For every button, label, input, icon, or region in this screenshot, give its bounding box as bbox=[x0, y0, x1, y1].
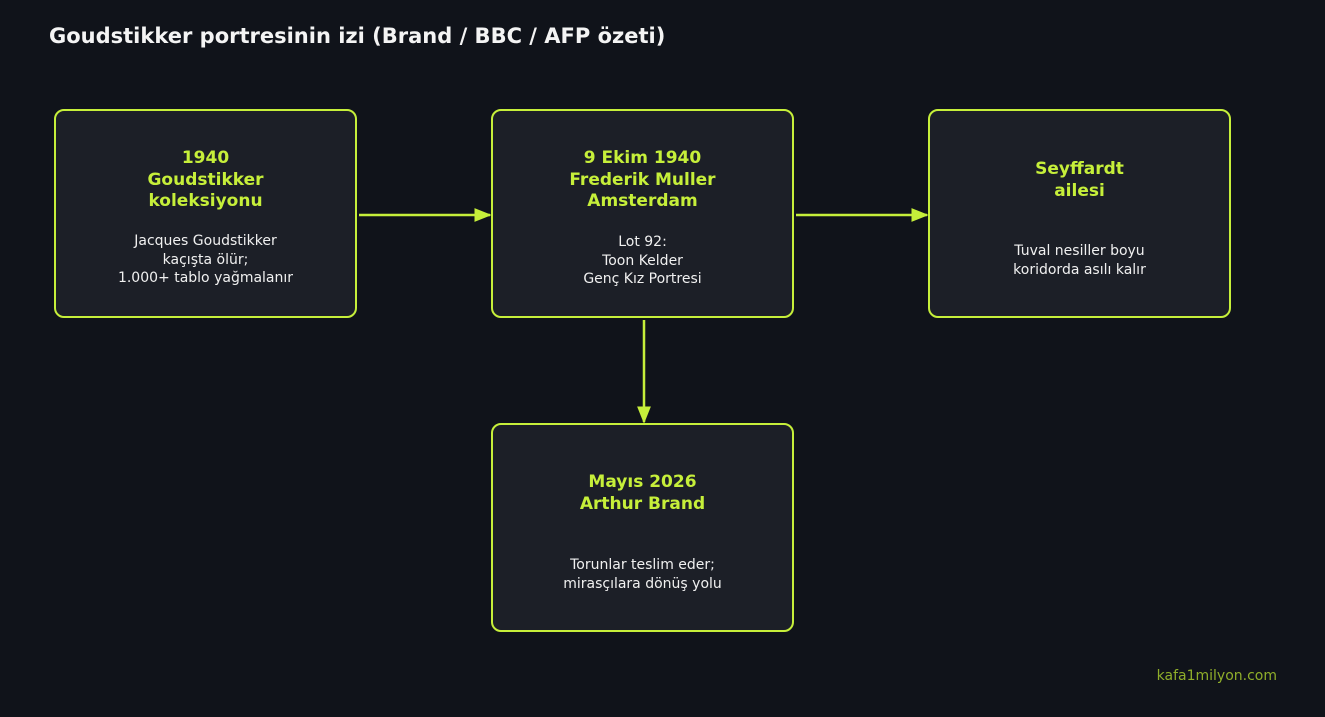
heading-line: Goudstikker bbox=[147, 169, 264, 190]
body-line: Lot 92: bbox=[618, 234, 667, 250]
heading-line: ailesi bbox=[1054, 180, 1105, 201]
body-line: Torunlar teslim eder; bbox=[570, 557, 715, 573]
body-line: 1.000+ tablo yağmalanır bbox=[117, 270, 294, 286]
node-seyffardt-family: Seyffardt ailesi Tuval nesiller boyu kor… bbox=[928, 109, 1231, 318]
body-line: koridorda asılı kalır bbox=[1013, 261, 1146, 278]
node-body: Jacques Goudstikker kaçışta ölür; 1.000+… bbox=[56, 232, 355, 288]
node-frederik-muller-auction: 9 Ekim 1940 Frederik Muller Amsterdam Lo… bbox=[491, 109, 794, 318]
heading-line: Mayıs 2026 bbox=[588, 472, 697, 492]
page-title: Goudstikker portresinin izi (Brand / BBC… bbox=[49, 24, 666, 48]
node-arthur-brand-return: Mayıs 2026 Arthur Brand Torunlar teslim … bbox=[491, 423, 794, 632]
body-line: Tuval nesiller boyu bbox=[1014, 243, 1145, 259]
node-heading: Mayıs 2026 Arthur Brand bbox=[493, 472, 792, 515]
node-heading: 9 Ekim 1940 Frederik Muller Amsterdam bbox=[493, 148, 792, 213]
body-line: Genç Kız Portresi bbox=[583, 271, 702, 287]
node-body: Tuval nesiller boyu koridorda asılı kalı… bbox=[930, 242, 1229, 279]
heading-line: 9 Ekim 1940 bbox=[583, 148, 702, 168]
heading-line: Arthur Brand bbox=[579, 493, 706, 514]
node-body: Lot 92: Toon Kelder Genç Kız Portresi bbox=[493, 233, 792, 289]
node-body: Torunlar teslim eder; mirasçılara dönüş … bbox=[493, 556, 792, 593]
node-goudstikker-collection: 1940 Goudstikker koleksiyonu Jacques Gou… bbox=[54, 109, 357, 318]
body-line: kaçışta ölür; bbox=[162, 251, 249, 268]
heading-line: Amsterdam bbox=[587, 191, 698, 211]
body-line: Toon Kelder bbox=[602, 252, 683, 269]
body-line: Jacques Goudstikker bbox=[134, 233, 277, 249]
body-line: mirasçılara dönüş yolu bbox=[563, 575, 722, 592]
node-heading: Seyffardt ailesi bbox=[930, 159, 1229, 202]
heading-line: koleksiyonu bbox=[148, 191, 263, 211]
heading-line: Seyffardt bbox=[1035, 159, 1124, 179]
heading-line: Frederik Muller bbox=[569, 169, 716, 190]
node-heading: 1940 Goudstikker koleksiyonu bbox=[56, 148, 355, 213]
heading-line: 1940 bbox=[181, 148, 230, 168]
site-watermark: kafa1milyon.com bbox=[1156, 668, 1277, 684]
